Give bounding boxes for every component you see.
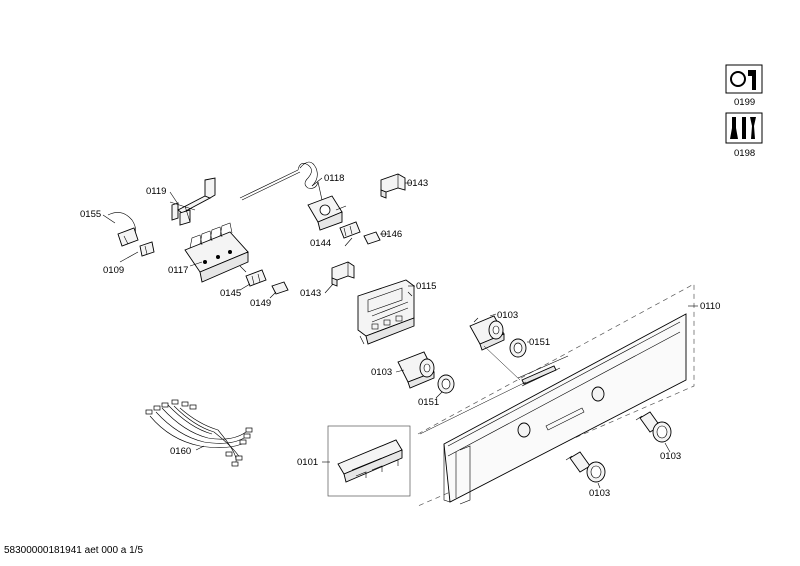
part-0119-bracket xyxy=(169,177,216,226)
label-0155: 0155 xyxy=(80,209,101,220)
label-0151-lower: 0151 xyxy=(418,397,439,408)
label-0198: 0198 xyxy=(734,148,755,159)
label-0143-bottom: 0143 xyxy=(300,288,321,299)
part-0151-ring-upper xyxy=(509,338,527,358)
label-0160: 0160 xyxy=(170,446,191,457)
part-display-strip xyxy=(419,365,557,435)
tools-icon[interactable] xyxy=(725,112,763,144)
label-0103-knob-left: 0103 xyxy=(589,488,610,499)
label-0143-top: 0143 xyxy=(407,178,428,189)
part-0143-clip-bottom xyxy=(331,261,355,287)
part-0151-ring-lower xyxy=(437,374,455,394)
part-0160-wire-harness xyxy=(145,399,253,467)
part-0103-switch-lower xyxy=(397,351,435,389)
document-footer: 58300000181941 aet 000 a 1/5 xyxy=(4,545,144,556)
label-0101: 0101 xyxy=(297,457,318,468)
part-0145-holder xyxy=(245,269,267,287)
part-0149-plug xyxy=(271,281,289,295)
part-0146-plug xyxy=(363,231,381,245)
label-0145: 0145 xyxy=(220,288,241,299)
label-0103-lower: 0103 xyxy=(371,367,392,378)
part-0115-electronic-module xyxy=(357,279,415,345)
label-0103-upper: 0103 xyxy=(497,310,518,321)
service-manual-icon[interactable] xyxy=(725,64,763,94)
label-0118: 0118 xyxy=(324,173,344,184)
part-0144-holder xyxy=(339,221,361,247)
label-0151-upper: 0151 xyxy=(529,337,550,348)
label-0103-knob-right: 0103 xyxy=(660,451,681,462)
label-0146: 0146 xyxy=(381,229,402,240)
label-0117: 0117 xyxy=(168,265,188,276)
label-0144: 0144 xyxy=(310,238,331,249)
part-0110-control-panel xyxy=(417,283,695,507)
label-0110: 0110 xyxy=(700,301,720,312)
part-0103-switch-upper xyxy=(469,315,505,351)
label-0199: 0199 xyxy=(734,97,755,108)
part-0101-button-assembly xyxy=(327,425,411,497)
label-0119: 0119 xyxy=(146,186,166,197)
label-0115: 0115 xyxy=(416,281,436,292)
part-0103-knob-left xyxy=(565,451,606,483)
part-0118-thermostat xyxy=(239,161,347,231)
part-0155-wire xyxy=(107,212,139,247)
part-0143-clip-top xyxy=(380,173,406,199)
part-0103-knob-right xyxy=(635,411,672,443)
part-0109-connector xyxy=(139,241,155,257)
label-0149: 0149 xyxy=(250,298,271,309)
label-0109: 0109 xyxy=(103,265,124,276)
part-0117-terminal-block xyxy=(184,222,249,283)
